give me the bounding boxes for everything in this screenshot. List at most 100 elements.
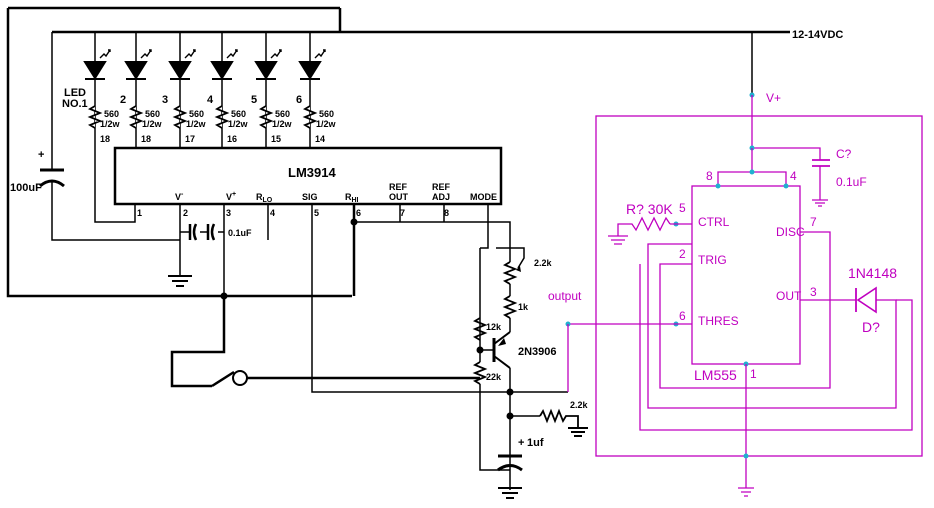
- led-array: LED NO.1 2 3 4 5 6 560 1/2w 560 1/2w 560…: [62, 32, 337, 148]
- pin-thres-label: THRES: [698, 314, 739, 328]
- led-label-2: NO.1: [62, 98, 88, 110]
- pot-wiper-icon: [496, 247, 525, 269]
- pin-mode-name: MODE: [470, 192, 497, 202]
- pin-4-label: 4: [270, 208, 275, 218]
- lm555-outline: [595, 115, 923, 457]
- mode-wire: [480, 204, 489, 249]
- pin8-dot: [715, 183, 721, 189]
- resistor-22k: [472, 361, 488, 385]
- led-label-1: LED: [64, 87, 86, 99]
- diode-icon: [856, 286, 877, 314]
- led-drop-wires: [94, 32, 311, 148]
- resistor-2k2-top: [502, 261, 518, 285]
- cap-c-plates: [812, 159, 830, 167]
- junction-dot-sig: [506, 388, 514, 396]
- pin1-wire: [94, 148, 136, 223]
- left-loop-wire: [6, 8, 352, 298]
- led-diode-4: [210, 61, 234, 80]
- lm555-vplus-label: V+: [766, 91, 781, 105]
- output-label: output: [548, 289, 582, 303]
- lm3914-chip: [113, 146, 503, 206]
- pin-18b-label: 18: [141, 134, 151, 144]
- r-12k-label: 12k: [486, 322, 502, 332]
- led-res-power-4: 1/2w: [228, 119, 249, 129]
- pin-8-label: 8: [444, 208, 449, 218]
- pin-trig-num: 2: [679, 247, 686, 261]
- pin-out-label: OUT: [776, 289, 802, 303]
- pin-disc-num: 7: [810, 215, 817, 229]
- transistor-arrow-icon: [498, 338, 506, 346]
- led-res-value-2: 560: [145, 109, 160, 119]
- pin-1-label: 1: [137, 208, 142, 218]
- pin-refadj-name-1: REF: [432, 182, 451, 192]
- pin4-dot: [783, 183, 789, 189]
- resistor-1k: [502, 295, 518, 319]
- right-loop-wire: [639, 264, 913, 431]
- cap-1uf-plus: +: [518, 437, 524, 449]
- pin-5-label: 5: [314, 208, 319, 218]
- led-number-4: 4: [207, 94, 214, 106]
- pin-vminus-name: V-: [175, 191, 184, 202]
- led-number-5: 5: [251, 94, 257, 106]
- led-number-2: 2: [120, 94, 126, 106]
- pin-3-label: 3: [226, 208, 231, 218]
- ground-icon-ctrl: [608, 235, 628, 245]
- r-2k2-bottom-label: 2.2k: [570, 400, 589, 410]
- lm3914-name: LM3914: [288, 165, 336, 180]
- switch-lever[interactable]: [211, 370, 235, 388]
- led-res-power-2: 1/2w: [142, 119, 163, 129]
- led-res-value-5: 560: [275, 109, 290, 119]
- pin-disc-label: DISC: [776, 225, 805, 239]
- cap-100uf-plate-bottom: [39, 179, 65, 188]
- diode-ref: D?: [862, 319, 880, 335]
- resistor-30k-label: R? 30K: [626, 201, 673, 217]
- led-res-power-1: 1/2w: [100, 119, 121, 129]
- lm555-circuit: V+ 8 4 C? 0.1uF CTRL 5 R? 30K TRIG 2 DIS…: [548, 91, 923, 497]
- r-22k-label: 22k: [486, 372, 502, 382]
- switch-contact-icon[interactable]: [232, 370, 248, 386]
- cap-100uf-label: 100uF: [10, 182, 42, 194]
- ref-tie-wire: [354, 221, 511, 248]
- cap-01uf-label: 0.1uF: [228, 228, 252, 238]
- pin-ctrl-label: CTRL: [698, 215, 730, 229]
- pin-14-label: 14: [315, 134, 325, 144]
- led-diodes: [83, 61, 322, 80]
- led-res-value-4: 560: [231, 109, 246, 119]
- r-1k-label: 1k: [518, 302, 529, 312]
- pin-17-label: 17: [185, 134, 195, 144]
- transistor-label: 2N3906: [518, 346, 557, 358]
- resistor-12k: [472, 317, 488, 341]
- supply-label: 12-14VDC: [792, 29, 843, 41]
- pin-refout-name-1: REF: [389, 182, 408, 192]
- pin-2-label: 2: [183, 208, 188, 218]
- pin-15-label: 15: [271, 134, 281, 144]
- pin-refadj-name-2: ADJ: [432, 192, 450, 202]
- led-diode-6: [298, 61, 322, 80]
- sig-wire: [311, 204, 568, 393]
- ground-icon-555: [738, 487, 754, 497]
- led-res-value-1: 560: [104, 109, 119, 119]
- lm555-chip: [691, 185, 801, 365]
- vplus-wire: [751, 95, 821, 160]
- ground-icon-cap-c: [812, 199, 828, 207]
- led-number-6: 6: [296, 94, 302, 106]
- out-diode-wire: [647, 243, 897, 409]
- led-diode-3: [168, 61, 192, 80]
- pin-rhi-name: RHI: [345, 192, 359, 204]
- junction-dot-vplus: [220, 292, 228, 300]
- cap-c-value: 0.1uF: [836, 175, 867, 189]
- led-diode-5: [254, 61, 278, 80]
- pins-junction-dot: [749, 169, 755, 175]
- r-2k2-top-label: 2.2k: [534, 258, 553, 268]
- pin-refout-name-2: OUT: [389, 192, 409, 202]
- pin-out-num: 3: [810, 285, 817, 299]
- pin-1-555-label: 1: [750, 367, 757, 381]
- ground-icon-lm3914: [168, 275, 192, 287]
- cap-01uf-plates: [188, 223, 216, 241]
- led-res-value-3: 560: [189, 109, 204, 119]
- resistor-2k2-bottom: [539, 408, 579, 428]
- pin8-pin4-wire: [717, 148, 787, 186]
- pin-8-555-label: 8: [706, 169, 713, 183]
- pin-7-label: 7: [400, 208, 405, 218]
